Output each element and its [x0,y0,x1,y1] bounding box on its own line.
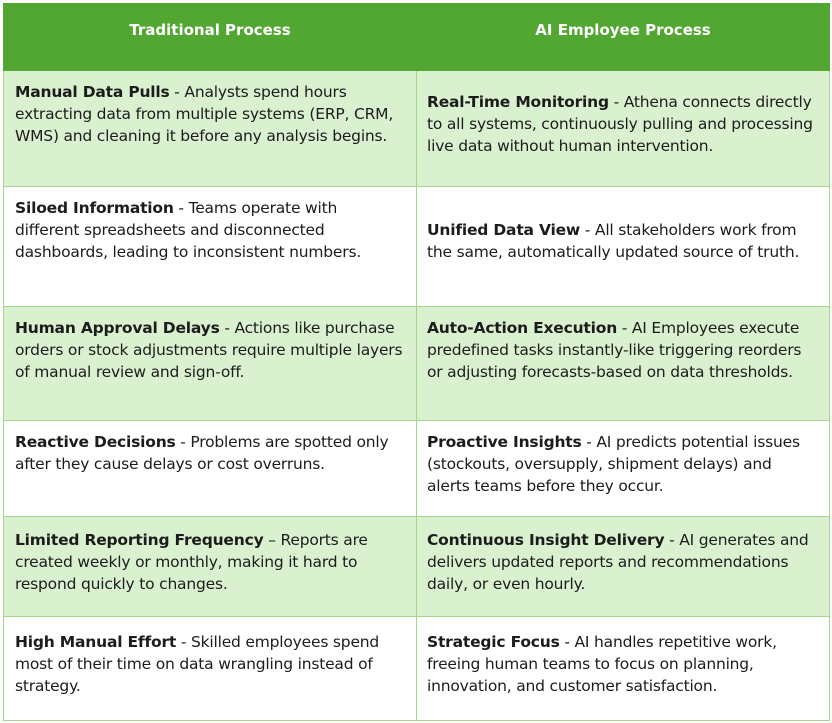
traditional-cell: Manual Data Pulls - Analysts spend hours… [3,70,417,187]
table-row: Reactive Decisions - Problems are spotte… [3,420,830,517]
term: Strategic Focus [427,633,560,651]
term: Siloed Information [15,199,174,217]
description: Analysts spend hours extracting data fro… [15,83,394,145]
term: Reactive Decisions [15,433,176,451]
description: All stakeholders work from the same, aut… [427,221,800,261]
ai-cell: Strategic Focus - AI handles repetitive … [416,616,830,721]
separator: - [608,93,624,111]
ai-cell: Continuous Insight Delivery - AI generat… [416,516,830,617]
term: Manual Data Pulls [15,83,170,101]
ai-cell: Proactive Insights - AI predicts potenti… [416,420,830,517]
term: Real-Time Monitoring [427,93,609,111]
description: Teams operate with different spreadsheet… [15,199,362,261]
separator: - [581,433,597,451]
term: Proactive Insights [427,433,582,451]
traditional-cell: Human Approval Delays - Actions like pur… [3,306,417,421]
comparison-table: Traditional Process AI Employee Process … [3,3,830,721]
term: Limited Reporting Frequency [15,531,264,549]
table-row: High Manual Effort - Skilled employees s… [3,616,830,721]
table-row: Siloed Information - Teams operate with … [3,186,830,307]
term: Auto-Action Execution [427,319,618,337]
term: Human Approval Delays [15,319,220,337]
header-ai-employee-process: AI Employee Process [416,3,830,71]
separator: - [580,221,595,239]
ai-cell: Real-Time Monitoring - Athena connects d… [416,70,830,187]
table-row: Human Approval Delays - Actions like pur… [3,306,830,421]
description: AI generates and delivers updated report… [427,531,809,593]
traditional-cell: Siloed Information - Teams operate with … [3,186,417,307]
header-row: Traditional Process AI Employee Process [3,3,830,71]
description: Athena connects directly to all systems,… [427,93,813,155]
separator: - [219,319,235,337]
description: AI Employees execute predefined tasks in… [427,319,802,381]
description: AI predicts potential issues (stockouts,… [427,433,800,495]
traditional-cell: Reactive Decisions - Problems are spotte… [3,420,417,517]
separator: - [173,199,189,217]
description: Problems are spotted only after they cau… [15,433,389,473]
separator: - [617,319,632,337]
table-row: Manual Data Pulls - Analysts spend hours… [3,70,830,187]
separator: - [176,633,191,651]
separator: - [664,531,680,549]
traditional-cell: Limited Reporting Frequency – Reports ar… [3,516,417,617]
separator: - [169,83,185,101]
table-row: Limited Reporting Frequency – Reports ar… [3,516,830,617]
description: AI handles repetitive work, freeing huma… [427,633,777,695]
separator: - [559,633,575,651]
separator: – [263,531,281,549]
separator: - [175,433,191,451]
term: Continuous Insight Delivery [427,531,665,549]
traditional-cell: High Manual Effort - Skilled employees s… [3,616,417,721]
term: Unified Data View [427,221,581,239]
ai-cell: Auto-Action Execution - AI Employees exe… [416,306,830,421]
description: Actions like purchase orders or stock ad… [15,319,403,381]
ai-cell: Unified Data View - All stakeholders wor… [416,186,830,307]
term: High Manual Effort [15,633,177,651]
header-traditional-process: Traditional Process [3,3,417,71]
description: Skilled employees spend most of their ti… [15,633,380,695]
description: Reports are created weekly or monthly, m… [15,531,368,593]
